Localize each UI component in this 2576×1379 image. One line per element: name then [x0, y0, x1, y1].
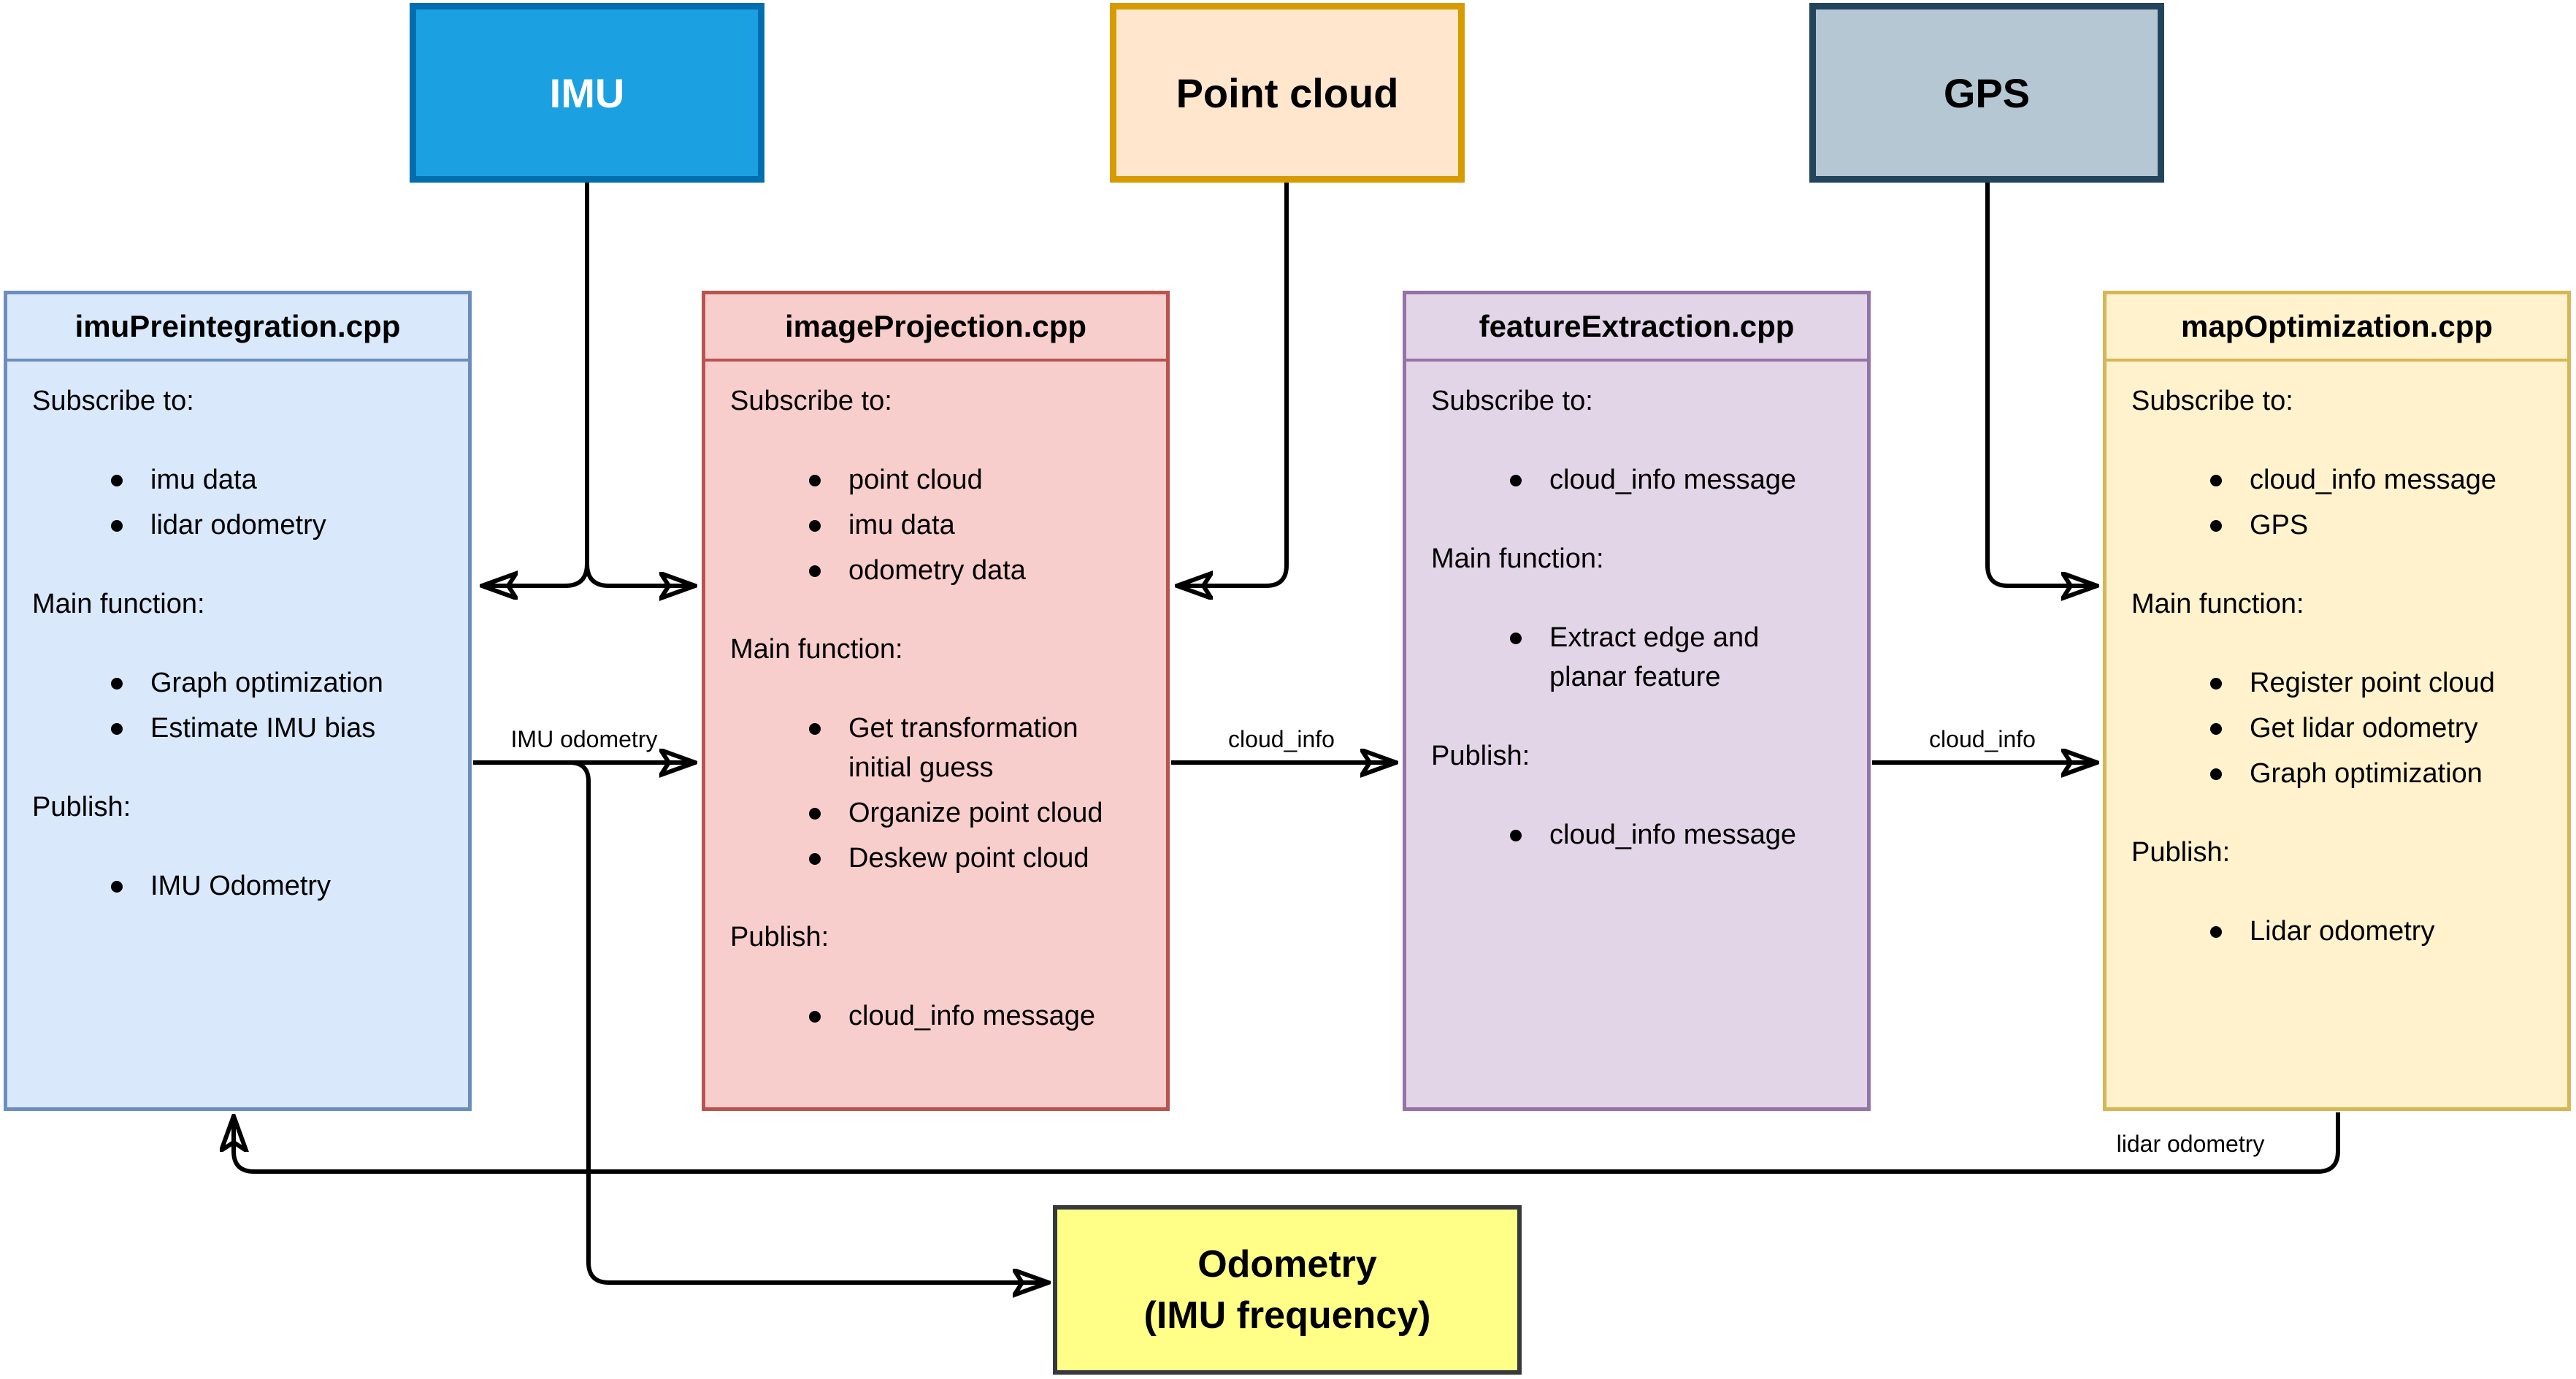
edge-label-cloud-info-1: cloud_info — [1228, 726, 1335, 752]
bullet-item: imu data — [29, 461, 452, 500]
edge-lidar-odometry-feedback — [234, 1112, 2340, 1174]
bullet-item: Lidar odometry — [2128, 912, 2551, 952]
bullet-item: cloud_info message — [2128, 461, 2551, 500]
bullet-item: Get transformation initial guess — [727, 709, 1150, 788]
bullet-item: cloud_info message — [1428, 816, 1851, 855]
bullet-item: cloud_info message — [1428, 461, 1851, 500]
bullet-list: cloud_info message — [1428, 816, 1851, 855]
edge-pointcloud-to-imageprojection — [1177, 183, 1289, 586]
bullet-list: point cloud imu data odometry data — [727, 461, 1150, 591]
bullet-list: cloud_info message — [727, 997, 1150, 1036]
section-label: Subscribe to: — [32, 386, 194, 416]
section-label: Main function: — [32, 588, 205, 619]
section-label: Subscribe to: — [730, 386, 892, 416]
edge-imu-to-imageprojection — [585, 563, 695, 586]
bullet-item: Graph optimization — [2128, 755, 2551, 794]
module-body: Subscribe to: cloud_info message GPS Mai… — [2107, 362, 2567, 952]
bullet-item: Estimate IMU bias — [29, 709, 452, 749]
section-label: Subscribe to: — [2131, 386, 2293, 416]
section-label: Subscribe to: — [1431, 386, 1593, 416]
module-title: featureExtraction.cpp — [1406, 294, 1867, 362]
bullet-list: imu data lidar odometry — [29, 461, 452, 546]
bullet-item: Extract edge and planar feature — [1428, 619, 1851, 698]
module-mapoptimization: mapOptimization.cpp Subscribe to: cloud_… — [2103, 291, 2571, 1111]
bullet-item: Register point cloud — [2128, 664, 2551, 703]
edge-label-lidar-odometry: lidar odometry — [2116, 1131, 2265, 1157]
module-title: imuPreintegration.cpp — [7, 294, 468, 362]
section-label: Publish: — [32, 791, 131, 822]
module-title: mapOptimization.cpp — [2107, 294, 2567, 362]
edge-imu-odometry-branch-to-output — [569, 760, 1049, 1283]
source-box-gps: GPS — [1809, 3, 2164, 183]
edge-gps-to-mapoptimization — [1985, 183, 2097, 586]
bullet-list: Register point cloud Get lidar odometry … — [2128, 664, 2551, 794]
output-label: Odometry (IMU frequency) — [1143, 1242, 1431, 1337]
bullet-list: Extract edge and planar feature — [1428, 619, 1851, 698]
bullet-item: imu data — [727, 506, 1150, 546]
bullet-item: cloud_info message — [727, 997, 1150, 1036]
source-box-pointcloud: Point cloud — [1110, 3, 1465, 183]
module-imupreintegration: imuPreintegration.cpp Subscribe to: imu … — [4, 291, 472, 1111]
module-body: Subscribe to: imu data lidar odometry Ma… — [7, 362, 468, 906]
bullet-item: lidar odometry — [29, 506, 452, 546]
bullet-item: IMU Odometry — [29, 867, 452, 906]
bullet-list: Graph optimization Estimate IMU bias — [29, 664, 452, 749]
source-box-imu: IMU — [410, 3, 764, 183]
module-body: Subscribe to: point cloud imu data odome… — [705, 362, 1166, 1036]
source-label-pointcloud: Point cloud — [1176, 69, 1399, 116]
section-label: Main function: — [730, 633, 903, 665]
edge-label-imu-odometry: IMU odometry — [510, 726, 658, 752]
section-label: Main function: — [2131, 588, 2304, 619]
section-label: Publish: — [1431, 740, 1530, 771]
section-label: Publish: — [730, 921, 829, 952]
module-imageprojection: imageProjection.cpp Subscribe to: point … — [702, 291, 1170, 1111]
edge-imu-to-imupreintegration — [482, 563, 589, 586]
module-title: imageProjection.cpp — [705, 294, 1166, 362]
bullet-item: Graph optimization — [29, 664, 452, 703]
bullet-list: Lidar odometry — [2128, 912, 2551, 952]
bullet-item: Organize point cloud — [727, 794, 1150, 833]
section-label: Main function: — [1431, 543, 1604, 574]
module-featureextraction: featureExtraction.cpp Subscribe to: clou… — [1403, 291, 1871, 1111]
bullet-item: odometry data — [727, 551, 1150, 591]
section-label: Publish: — [2131, 836, 2231, 868]
bullet-list: cloud_info message GPS — [2128, 461, 2551, 546]
bullet-list: cloud_info message — [1428, 461, 1851, 500]
bullet-item: GPS — [2128, 506, 2551, 546]
bullet-list: IMU Odometry — [29, 867, 452, 906]
bullet-list: Get transformation initial guess Organiz… — [727, 709, 1150, 879]
bullet-item: Get lidar odometry — [2128, 709, 2551, 749]
bullet-item: Deskew point cloud — [727, 839, 1150, 879]
edge-label-cloud-info-2: cloud_info — [1929, 726, 2036, 752]
source-label-gps: GPS — [1943, 69, 2031, 116]
bullet-item: point cloud — [727, 461, 1150, 500]
source-label-imu: IMU — [549, 69, 625, 116]
module-body: Subscribe to: cloud_info message Main fu… — [1406, 362, 1867, 855]
output-box-odometry: Odometry (IMU frequency) — [1053, 1205, 1522, 1375]
